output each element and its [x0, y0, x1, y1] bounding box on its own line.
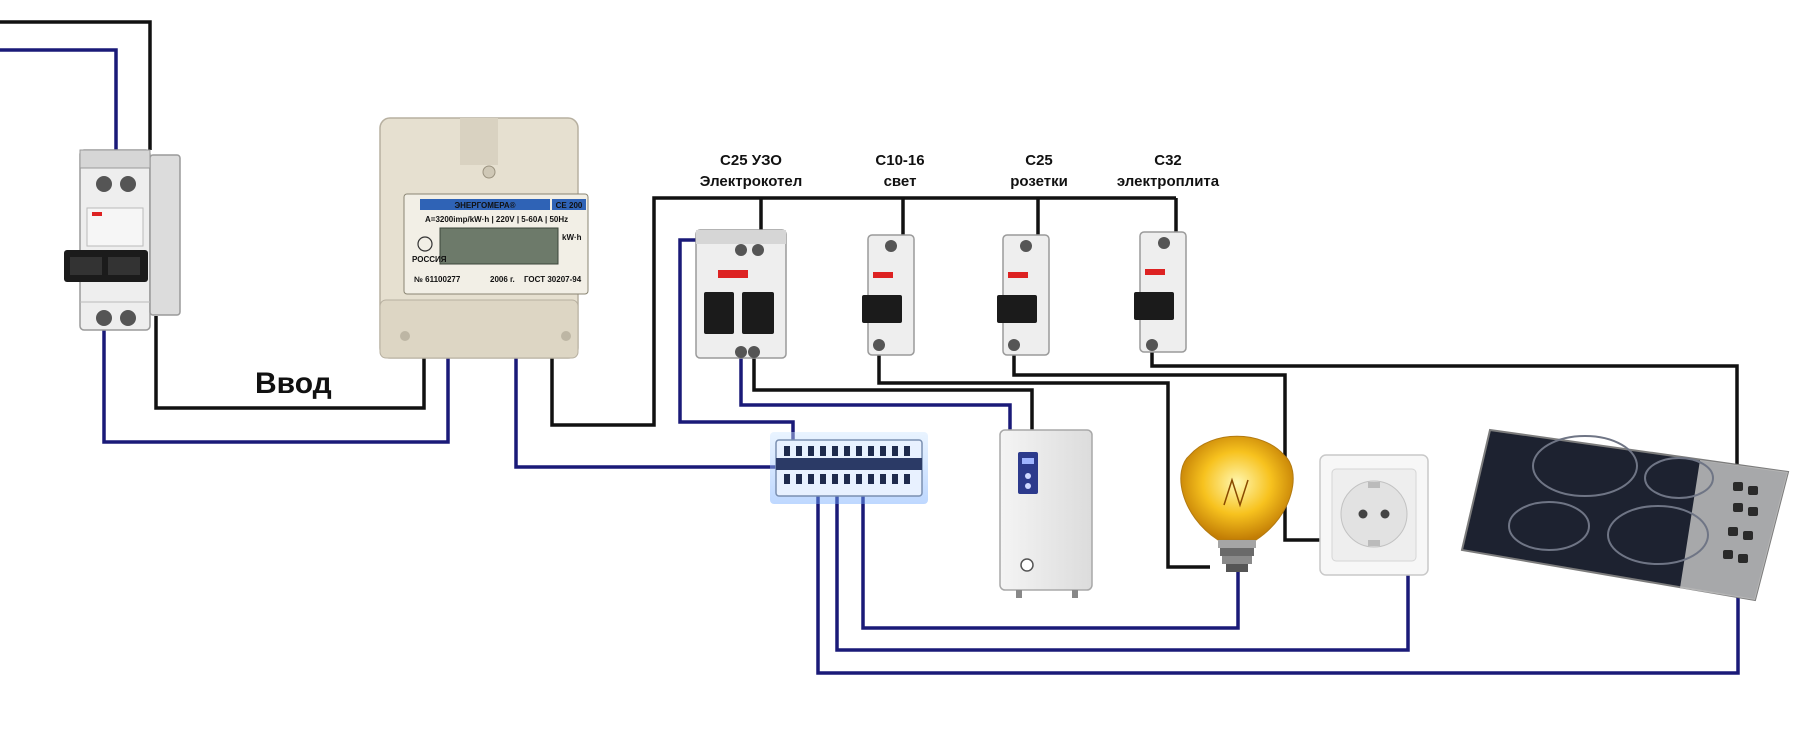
meter-year: 2006 г.: [490, 275, 515, 284]
phase-wire-sockets: [1012, 350, 1350, 542]
phase-wire-meter-to-breakers: [550, 196, 1176, 427]
breaker-light: [862, 234, 915, 356]
phase-wire-rcd-to-boiler: [752, 352, 1034, 448]
meter-standard: ГОСТ 30207-94: [524, 275, 582, 284]
phase-wire-light: [877, 350, 1210, 569]
light-breaker-purpose-label: свет: [884, 173, 917, 190]
input-label: Ввод: [255, 367, 332, 400]
breaker-sockets: [997, 234, 1050, 356]
wall-socket: [1319, 454, 1429, 576]
energy-meter: ЭНЕРГОМЕРА® CE 200 A=3200imp/kW·h | 220V…: [379, 117, 589, 359]
rcbo-boiler: [695, 229, 787, 359]
neutral-wire-rcd-to-boiler: [739, 352, 1012, 448]
neutral-wire-busbar-to-cooktop: [816, 490, 1740, 675]
phase-wire-stove: [1150, 350, 1739, 480]
meter-spec: A=3200imp/kW·h | 220V | 5-60A | 50Hz: [425, 215, 568, 224]
input-breaker: [64, 149, 181, 331]
neutral-busbar: [770, 432, 928, 504]
meter-display: [439, 227, 559, 265]
neutral-wires: [0, 48, 1740, 675]
socket-breaker-rating-label: C25: [1025, 152, 1053, 169]
light-breaker-rating-label: C10-16: [875, 152, 924, 169]
electric-boiler: [999, 429, 1093, 598]
meter-brand-plate: [420, 199, 550, 210]
neutral-wire-supply: [0, 48, 118, 150]
rcd-rating-label: C25 УЗО: [720, 152, 782, 169]
neutral-wire-meter-to-busbar: [514, 330, 790, 469]
meter-serial: № 61100277: [414, 275, 461, 284]
breaker-labels: C25 УЗО Электрокотел C10-16 свет C25 роз…: [700, 152, 1220, 190]
socket-breaker-purpose-label: розетки: [1010, 173, 1068, 190]
meter-model: CE 200: [556, 201, 583, 210]
phase-wire-supply: [0, 20, 152, 150]
meter-unit: kW·h: [562, 233, 582, 242]
neutral-wire-busbar-to-lamp: [861, 490, 1240, 630]
phase-wire-breaker-to-meter: [154, 316, 426, 410]
rcd-purpose-label: Электрокотел: [700, 173, 802, 190]
meter-brand: ЭНЕРГОМЕРА®: [454, 201, 515, 210]
certification-mark-icon: [417, 236, 433, 252]
breaker-stove: [1134, 231, 1187, 353]
stove-breaker-purpose-label: электроплита: [1117, 173, 1220, 190]
neutral-wire-busbar-to-socket: [835, 490, 1410, 652]
stove-breaker-rating-label: C32: [1154, 152, 1182, 169]
neutral-wire-breaker-to-meter: [102, 330, 450, 444]
meter-country: РОССИЯ: [412, 255, 447, 264]
light-bulb: [1180, 435, 1294, 572]
electric-cooktop: [1460, 428, 1790, 602]
